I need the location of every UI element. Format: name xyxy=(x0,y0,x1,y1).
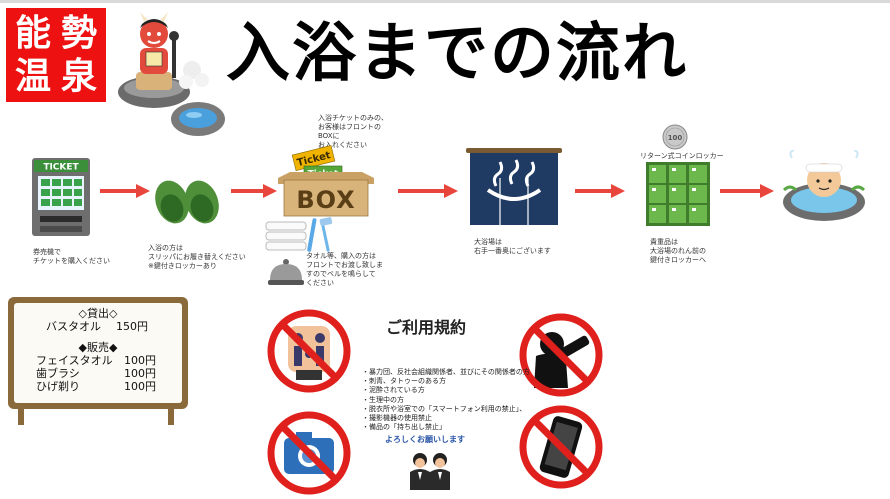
price-row: フェイスタオル 100円 xyxy=(24,354,172,367)
item-price: 100円 xyxy=(124,354,156,367)
ticket-caption: 券売機で チケットを購入ください xyxy=(33,248,110,265)
coin-locker-icon xyxy=(646,162,710,226)
onsen-pool-icon xyxy=(171,102,225,136)
toothbrush-razor-icon xyxy=(307,217,333,252)
flow-arrow-4 xyxy=(575,184,625,198)
logo-char: 泉 xyxy=(60,55,97,97)
ticket-machine-icon: TICKET xyxy=(32,158,90,236)
page-title: 入浴までの流れ xyxy=(226,17,688,91)
rule-item: ・刺青、タトゥーのある方 xyxy=(362,377,446,386)
locker-caption: 貴重品は 大浴場のれん前の 鍵付きロッカーへ xyxy=(650,238,706,264)
logo-char: 能 xyxy=(14,12,51,54)
price-row: ひげ剃り 100円 xyxy=(24,380,172,393)
rule-item: ・生理中の方 xyxy=(362,395,404,404)
flow-arrow-2 xyxy=(231,184,277,198)
towel-stack-icon xyxy=(265,221,307,251)
flow-arrow-5 xyxy=(720,184,774,198)
locker-title: リターン式コインロッカー xyxy=(640,152,724,160)
noren-curtain-icon xyxy=(466,148,562,225)
flow-arrow-3 xyxy=(398,184,458,198)
ticket-box-icon: Ticket Ticket BOX xyxy=(278,145,374,217)
box-label: BOX xyxy=(296,186,355,214)
noren-caption: 大浴場は 右手一番奥にございます xyxy=(474,238,551,255)
rule-item: ・泥酔されている方 xyxy=(362,386,425,395)
price-board-panel: ◇貸出◇ バスタオル 150円 ◆販売◆ フェイスタオル 100円 歯ブラシ 100円… xyxy=(14,303,182,403)
coin-icon: 100 xyxy=(662,124,688,150)
nose-onsen-logo: 能 勢 温 泉 xyxy=(6,8,106,102)
rental-heading: ◇貸出◇ xyxy=(78,307,118,320)
flow-arrow-1 xyxy=(100,184,150,198)
coin-label: 100 xyxy=(668,134,683,142)
bowing-staff-icon xyxy=(410,453,450,490)
no-tattoo-icon xyxy=(267,309,351,393)
ticket-sign: TICKET xyxy=(43,163,79,173)
rule-item: ・暴力団、反社会組織関係者、並びにその関係者の方 xyxy=(362,368,530,376)
rule-item: ・脱衣所や浴室での「スマートフォン利用の禁止」、 xyxy=(362,404,527,413)
towel-caption: タオル等、購入の方は フロントでお渡し致しま すのでベルを鳴らして ください xyxy=(306,252,383,287)
sale-heading: ◆販売◆ xyxy=(78,341,118,354)
item-name: 歯ブラシ xyxy=(36,367,80,380)
rule-item: ・備品の「持ち出し禁止」 xyxy=(362,423,446,432)
board-leg xyxy=(18,409,24,425)
logo-char: 勢 xyxy=(60,12,97,54)
item-name: ひげ剃り xyxy=(36,380,80,393)
slipper-caption: 入浴の方は スリッパにお履き替えください ※鍵付きロッカーあり xyxy=(148,244,246,270)
oni-demon-icon xyxy=(118,12,209,108)
item-price: 100円 xyxy=(124,367,156,380)
no-camera-icon xyxy=(267,411,351,495)
no-smartphone-icon xyxy=(519,405,603,489)
price-row: 歯ブラシ 100円 xyxy=(24,367,172,380)
bathing-person-icon xyxy=(782,150,866,221)
service-bell-icon xyxy=(268,259,304,285)
no-drinking-icon xyxy=(519,313,603,397)
item-price: 100円 xyxy=(124,380,156,393)
board-leg xyxy=(168,409,174,425)
rules-list: ・暴力団、反社会組織関係者、並びにその関係者の方 ・刺青、タトゥーのある方 ・泥… xyxy=(362,368,530,432)
item-name: フェイスタオル xyxy=(36,354,113,367)
logo-char: 温 xyxy=(14,55,51,97)
rule-item: ・撮影機器の使用禁止 xyxy=(362,414,432,423)
rules-title: ご利用規約 xyxy=(386,318,467,337)
top-bar xyxy=(0,0,890,3)
box-caption: 入浴チケットのみの、 お客様はフロントの BOXに お入れください xyxy=(318,114,388,149)
item-price: 150円 xyxy=(116,320,148,333)
slippers-icon xyxy=(155,180,219,224)
price-row: バスタオル 150円 xyxy=(24,320,172,333)
item-name: バスタオル xyxy=(46,320,101,333)
price-board: ◇貸出◇ バスタオル 150円 ◆販売◆ フェイスタオル 100円 歯ブラシ 100円… xyxy=(8,297,188,409)
closing-message: よろしくお願いします xyxy=(385,435,465,444)
